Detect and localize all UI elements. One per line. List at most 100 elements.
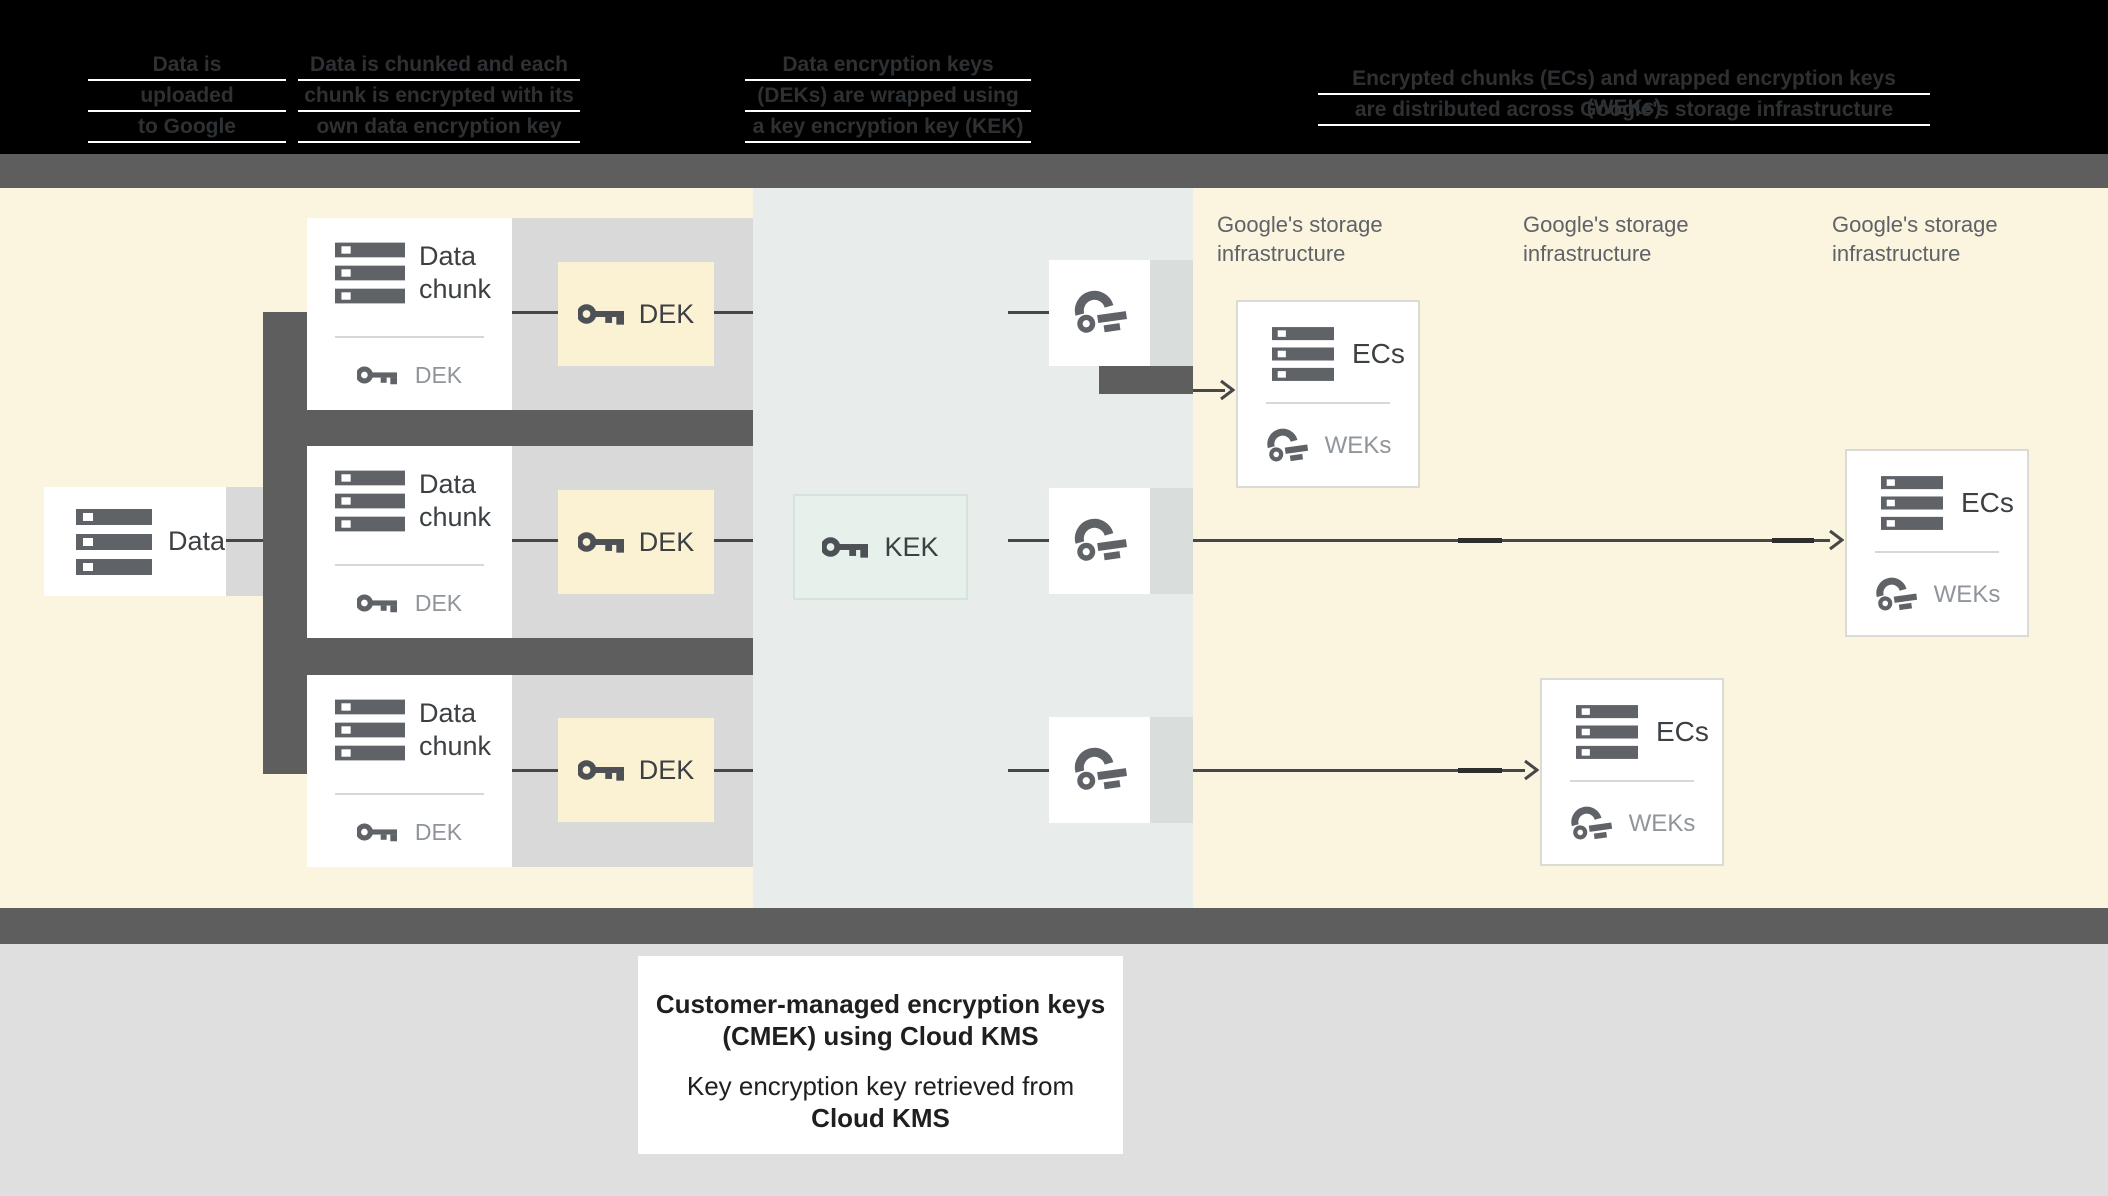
arrow-line-row1 <box>1193 389 1225 392</box>
header-step-distribution: Encrypted chunks (ECs) and wrapped encry… <box>1318 64 1930 126</box>
caption-subtitle-bold: Cloud KMS <box>811 1103 950 1133</box>
data-chunk-box-2: Data chunk DEK <box>307 446 512 638</box>
connector-chunk2-dek2 <box>512 539 558 542</box>
storage-stack-icon <box>76 508 152 575</box>
wrapping-key-icon <box>1072 518 1128 564</box>
ecs-box-3: ECs WEKs <box>1540 678 1724 866</box>
header-step-upload: Data is uploaded to Google <box>88 50 286 143</box>
chunk-flow-bar-2 <box>263 638 753 675</box>
divider <box>1266 402 1390 404</box>
header-line: uploaded <box>88 81 286 112</box>
caption-gap <box>638 1052 1123 1070</box>
header-line: Data encryption keys <box>745 50 1031 81</box>
caption-subtitle-line: Key encryption key retrieved from <box>686 1071 1075 1101</box>
top-divider-band <box>0 154 2108 188</box>
chunk-key-row: DEK <box>307 350 512 400</box>
caption-title-line: (CMEK) using Cloud KMS <box>722 1021 1039 1051</box>
ecs-header: ECs <box>1542 704 1722 760</box>
storage-stack-icon <box>335 470 405 532</box>
connector-dek1-kms <box>714 311 753 314</box>
storage-label-line: infrastructure <box>1832 241 1961 266</box>
arrow-seam <box>1772 538 1814 543</box>
connector-dek3-kms <box>714 769 753 772</box>
chunk-header: Data chunk <box>307 468 512 534</box>
header-line: chunk is encrypted with its <box>298 81 580 112</box>
divider <box>1875 551 1999 553</box>
header-step-chunking: Data is chunked and each chunk is encryp… <box>298 50 580 143</box>
key-icon <box>822 535 869 559</box>
diagram-main-area: Data Data chunk DEK D <box>0 188 2108 908</box>
header-step-wrapping: Data encryption keys (DEKs) are wrapped … <box>745 50 1031 143</box>
key-connector-block <box>1150 488 1193 594</box>
kek-label: KEK <box>884 531 939 562</box>
chunk-header: Data chunk <box>307 240 512 306</box>
arrowhead-row2 <box>1829 529 1844 551</box>
key-connector-block <box>1150 717 1193 823</box>
arrowhead-row1 <box>1220 379 1235 401</box>
divider <box>335 336 484 338</box>
weks-row: WEKs <box>1542 794 1722 854</box>
data-split-trunk <box>263 312 307 774</box>
wrap-key-box-1 <box>1049 260 1150 366</box>
dek-label: DEK <box>638 298 695 329</box>
ecs-title: ECs <box>1656 716 1709 747</box>
key-icon <box>356 364 397 386</box>
connector-stub-key1 <box>1008 311 1049 314</box>
storage-stack-icon <box>335 699 405 761</box>
chunk-flow-bar-1 <box>263 410 753 446</box>
chunk-key-row: DEK <box>307 578 512 628</box>
weks-key-icon <box>1569 806 1613 842</box>
connector-chunk3-dek3 <box>512 769 558 772</box>
storage-label-line: infrastructure <box>1217 241 1346 266</box>
header-line: own data encryption key <box>298 112 580 143</box>
weks-label: WEKs <box>1324 432 1392 459</box>
caption-area: Customer-managed encryption keys (CMEK) … <box>0 944 2108 1196</box>
wrapping-key-icon <box>1072 290 1128 336</box>
storage-stack-icon <box>335 242 405 304</box>
connector-dek2-kek <box>714 539 753 542</box>
storage-stack-icon <box>1576 704 1638 760</box>
key-icon <box>577 302 624 326</box>
storage-label-line: Google's storage <box>1523 212 1689 237</box>
header-line: Data is <box>88 50 286 81</box>
dek-label: DEK <box>638 754 695 785</box>
connector-stub-key3 <box>1008 769 1049 772</box>
kek-box: KEK <box>793 494 968 600</box>
wrapping-key-icon <box>1072 747 1128 793</box>
weks-row: WEKs <box>1847 565 2027 625</box>
data-chunk-box-3: Data chunk DEK <box>307 675 512 867</box>
key-icon <box>356 821 397 843</box>
data-box-label: Data <box>168 526 226 556</box>
chunk-title: Data chunk <box>419 469 492 532</box>
arrow-seam <box>1458 768 1502 773</box>
bottom-divider-band <box>0 908 2108 944</box>
storage-infrastructure-label-1: Google's storage infrastructure <box>1217 210 1383 268</box>
connector-kek-key2 <box>1008 539 1049 542</box>
connector-chunk1-dek1 <box>512 311 558 314</box>
arrow-line-row3 <box>1160 769 1525 772</box>
wrap-key-box-2 <box>1049 488 1150 594</box>
dek-box-3: DEK <box>558 718 714 822</box>
key-connector-block <box>1150 260 1193 366</box>
arrowhead-row3 <box>1524 759 1539 781</box>
row1-flow-bar <box>1099 366 1193 394</box>
chunk-header: Data chunk <box>307 697 512 763</box>
weks-key-icon <box>1874 577 1918 613</box>
chunk-dek-label: DEK <box>414 361 463 388</box>
header-line: a key encryption key (KEK) <box>745 112 1031 143</box>
storage-label-line: Google's storage <box>1217 212 1383 237</box>
ecs-box-1: ECs WEKs <box>1236 300 1420 488</box>
header-line: Encrypted chunks (ECs) and wrapped encry… <box>1318 64 1930 119</box>
storage-infrastructure-label-2: Google's storage infrastructure <box>1523 210 1689 268</box>
caption-box: Customer-managed encryption keys (CMEK) … <box>638 956 1123 1154</box>
weks-row: WEKs <box>1238 416 1418 476</box>
chunk-dek-label: DEK <box>414 589 463 616</box>
caption-title-line: Customer-managed encryption keys <box>655 989 1106 1019</box>
chunk-title: Data chunk <box>419 698 492 761</box>
data-chunk-box-1: Data chunk DEK <box>307 218 512 410</box>
ecs-title: ECs <box>1961 487 2014 518</box>
dek-box-2: DEK <box>558 490 714 594</box>
weks-label: WEKs <box>1933 581 2001 608</box>
arrow-seam <box>1458 538 1502 543</box>
